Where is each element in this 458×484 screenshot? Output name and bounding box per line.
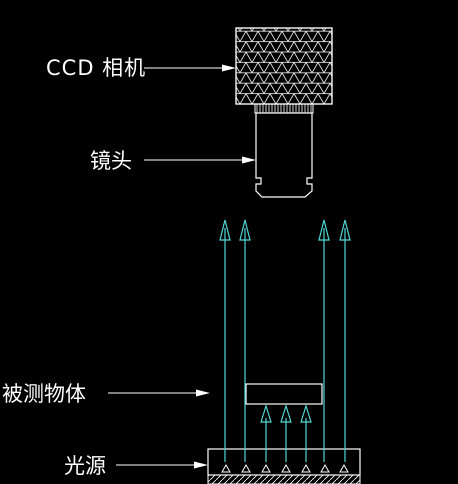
- light-rays: [224, 228, 346, 462]
- lens-mount: [254, 103, 314, 114]
- light-source-label: 光源: [64, 454, 106, 478]
- light-source: [207, 448, 361, 484]
- leader-lines: [108, 64, 256, 469]
- object-under-test: [245, 383, 323, 405]
- object-label: 被测物体: [2, 382, 86, 406]
- ccd-camera-label: CCD 相机: [46, 56, 146, 80]
- led-emitters: [221, 463, 349, 473]
- lens: [255, 112, 313, 198]
- ccd-camera: [235, 27, 333, 105]
- lens-label: 镜头: [90, 149, 132, 173]
- ray-arrowheads: [219, 219, 351, 423]
